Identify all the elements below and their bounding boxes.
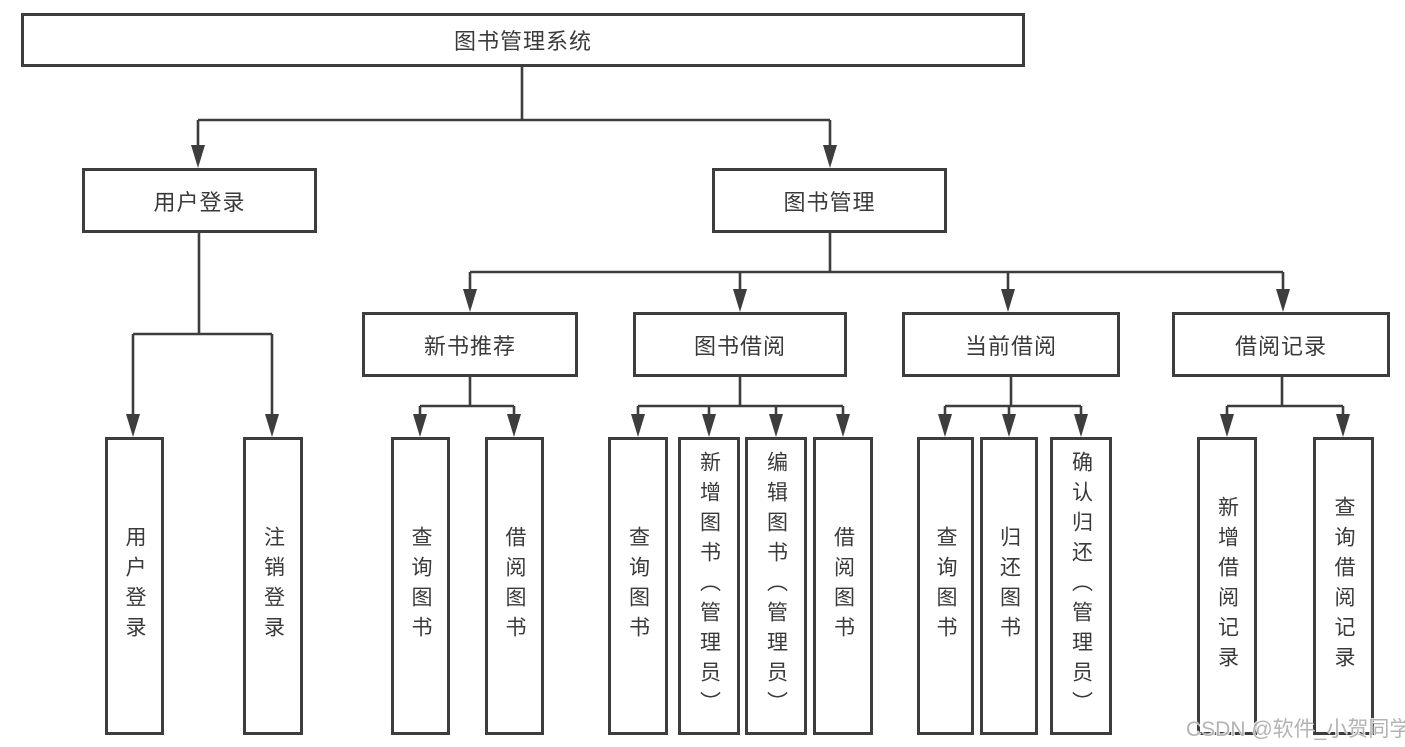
leaf-query-books-borrowing: 查询图书 <box>608 437 668 735</box>
arrowhead-icon <box>631 414 645 437</box>
arrowhead-icon <box>265 414 279 437</box>
node-label: 借阅图书 <box>503 526 526 646</box>
node-book-management: 图书管理 <box>712 168 947 233</box>
leaf-query-books-recommend: 查询图书 <box>391 437 450 735</box>
arrowhead-icon <box>507 414 521 437</box>
leaf-borrow-books-recommend: 借阅图书 <box>485 437 544 735</box>
node-book-borrowing: 图书借阅 <box>633 312 847 377</box>
leaf-user-login: 用户登录 <box>105 437 164 735</box>
leaf-borrow-books: 借阅图书 <box>813 437 873 735</box>
csdn-watermark: CSDN @软件_小贺同学 <box>1186 718 1405 741</box>
arrowhead-icon <box>1276 289 1290 312</box>
node-label: 查询图书 <box>934 526 957 646</box>
node-new-book-recommendation: 新书推荐 <box>362 312 578 377</box>
arrowhead-icon <box>1074 414 1088 437</box>
node-label: 新增借阅记录 <box>1215 496 1239 676</box>
leaf-edit-books-admin: 编辑图书（管理员） <box>745 437 807 735</box>
node-library-management-system: 图书管理系统 <box>21 13 1025 67</box>
node-label: 用户登录 <box>153 189 246 215</box>
node-label: 查询图书 <box>409 526 432 646</box>
node-label: 查询图书 <box>626 526 650 646</box>
leaf-add-borrow-record: 新增借阅记录 <box>1197 437 1257 735</box>
node-label: 借阅记录 <box>1234 333 1327 359</box>
node-label: 确认归还（管理员） <box>1069 451 1093 721</box>
arrowhead-icon <box>1336 414 1350 437</box>
node-label: 新增图书（管理员） <box>697 451 721 721</box>
arrowhead-icon <box>126 414 140 437</box>
node-label: 新书推荐 <box>423 333 516 359</box>
arrowhead-icon <box>463 289 477 312</box>
node-current-borrowing: 当前借阅 <box>902 312 1120 377</box>
arrowhead-icon <box>938 414 952 437</box>
node-label: 图书管理 <box>783 189 876 215</box>
node-borrowing-records: 借阅记录 <box>1172 312 1390 377</box>
node-label: 借阅图书 <box>831 526 855 646</box>
arrowhead-icon <box>1001 289 1015 312</box>
arrowhead-icon <box>733 289 747 312</box>
node-label: 查询借阅记录 <box>1332 496 1355 676</box>
node-label: 注销登录 <box>261 526 285 646</box>
leaf-logout: 注销登录 <box>243 437 303 735</box>
arrowhead-icon <box>702 414 716 437</box>
arrowhead-icon <box>413 414 427 437</box>
arrowhead-icon <box>823 145 837 168</box>
arrowhead-icon <box>1002 414 1016 437</box>
arrowhead-icon <box>1220 414 1234 437</box>
arrowhead-icon <box>191 145 205 168</box>
node-label: 编辑图书（管理员） <box>764 451 788 721</box>
node-user-login: 用户登录 <box>82 168 317 233</box>
leaf-confirm-return-admin: 确认归还（管理员） <box>1050 437 1112 735</box>
node-label: 图书管理系统 <box>453 29 592 54</box>
node-label: 归还图书 <box>997 526 1021 646</box>
leaf-query-borrow-record: 查询借阅记录 <box>1313 437 1374 735</box>
node-label: 当前借阅 <box>964 333 1057 359</box>
arrowhead-icon <box>769 414 783 437</box>
leaf-query-books-current: 查询图书 <box>917 437 974 735</box>
node-label: 图书借阅 <box>693 333 786 359</box>
arrowhead-icon <box>836 414 850 437</box>
leaf-add-books-admin: 新增图书（管理员） <box>678 437 740 735</box>
leaf-return-books: 归还图书 <box>980 437 1038 735</box>
node-label: 用户登录 <box>123 526 146 646</box>
